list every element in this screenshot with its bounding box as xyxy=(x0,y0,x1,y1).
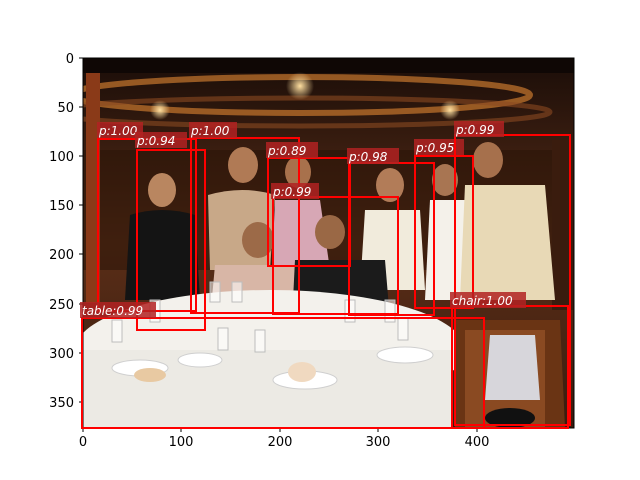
x-tick-label: 400 xyxy=(465,435,490,450)
detection-label: p:0.99 xyxy=(272,185,311,199)
y-axis: 0 50 100 150 200 250 300 350 xyxy=(49,52,83,411)
detection-person: p:0.94 xyxy=(135,132,206,331)
y-tick-label: 200 xyxy=(49,248,74,263)
y-tick-label: 250 xyxy=(49,298,74,313)
photo xyxy=(83,58,574,428)
detection-chair: chair:1.00 xyxy=(450,292,569,429)
y-tick-label: 0 xyxy=(66,52,74,67)
detection-label: p:0.95 xyxy=(415,141,454,155)
chair xyxy=(455,320,565,428)
detection-label: p:0.99 xyxy=(455,123,494,137)
detection-label: p:1.00 xyxy=(98,124,138,138)
x-axis: 0 100 200 300 400 xyxy=(79,428,490,450)
detection-person: p:0.99 xyxy=(271,183,399,315)
detection-label: p:0.98 xyxy=(348,150,388,164)
detection-label: p:0.94 xyxy=(136,134,175,148)
detection-person: p:0.95 xyxy=(414,139,474,309)
y-tick-label: 300 xyxy=(49,347,74,362)
y-tick-label: 100 xyxy=(49,150,74,165)
x-tick-label: 300 xyxy=(366,435,391,450)
detection-person: p:1.00 xyxy=(189,122,300,314)
detection-label: p:1.00 xyxy=(190,124,230,138)
y-tick-label: 50 xyxy=(57,101,74,116)
y-tick-label: 350 xyxy=(49,396,74,411)
table xyxy=(83,281,465,428)
detection-label: table:0.99 xyxy=(82,304,143,318)
detection-person: p:0.99 xyxy=(454,121,571,426)
detections: p:1.00 p:0.94 p:1.00 p:0.89 p:0.98 p:0.9… xyxy=(80,121,571,429)
detection-table: table:0.99 xyxy=(80,302,485,429)
x-tick-label: 200 xyxy=(268,435,293,450)
detection-label: chair:1.00 xyxy=(452,294,513,308)
x-tick-label: 100 xyxy=(169,435,194,450)
y-tick-label: 150 xyxy=(49,199,74,214)
x-tick-label: 0 xyxy=(79,435,87,450)
detection-label: p:0.89 xyxy=(267,144,306,158)
